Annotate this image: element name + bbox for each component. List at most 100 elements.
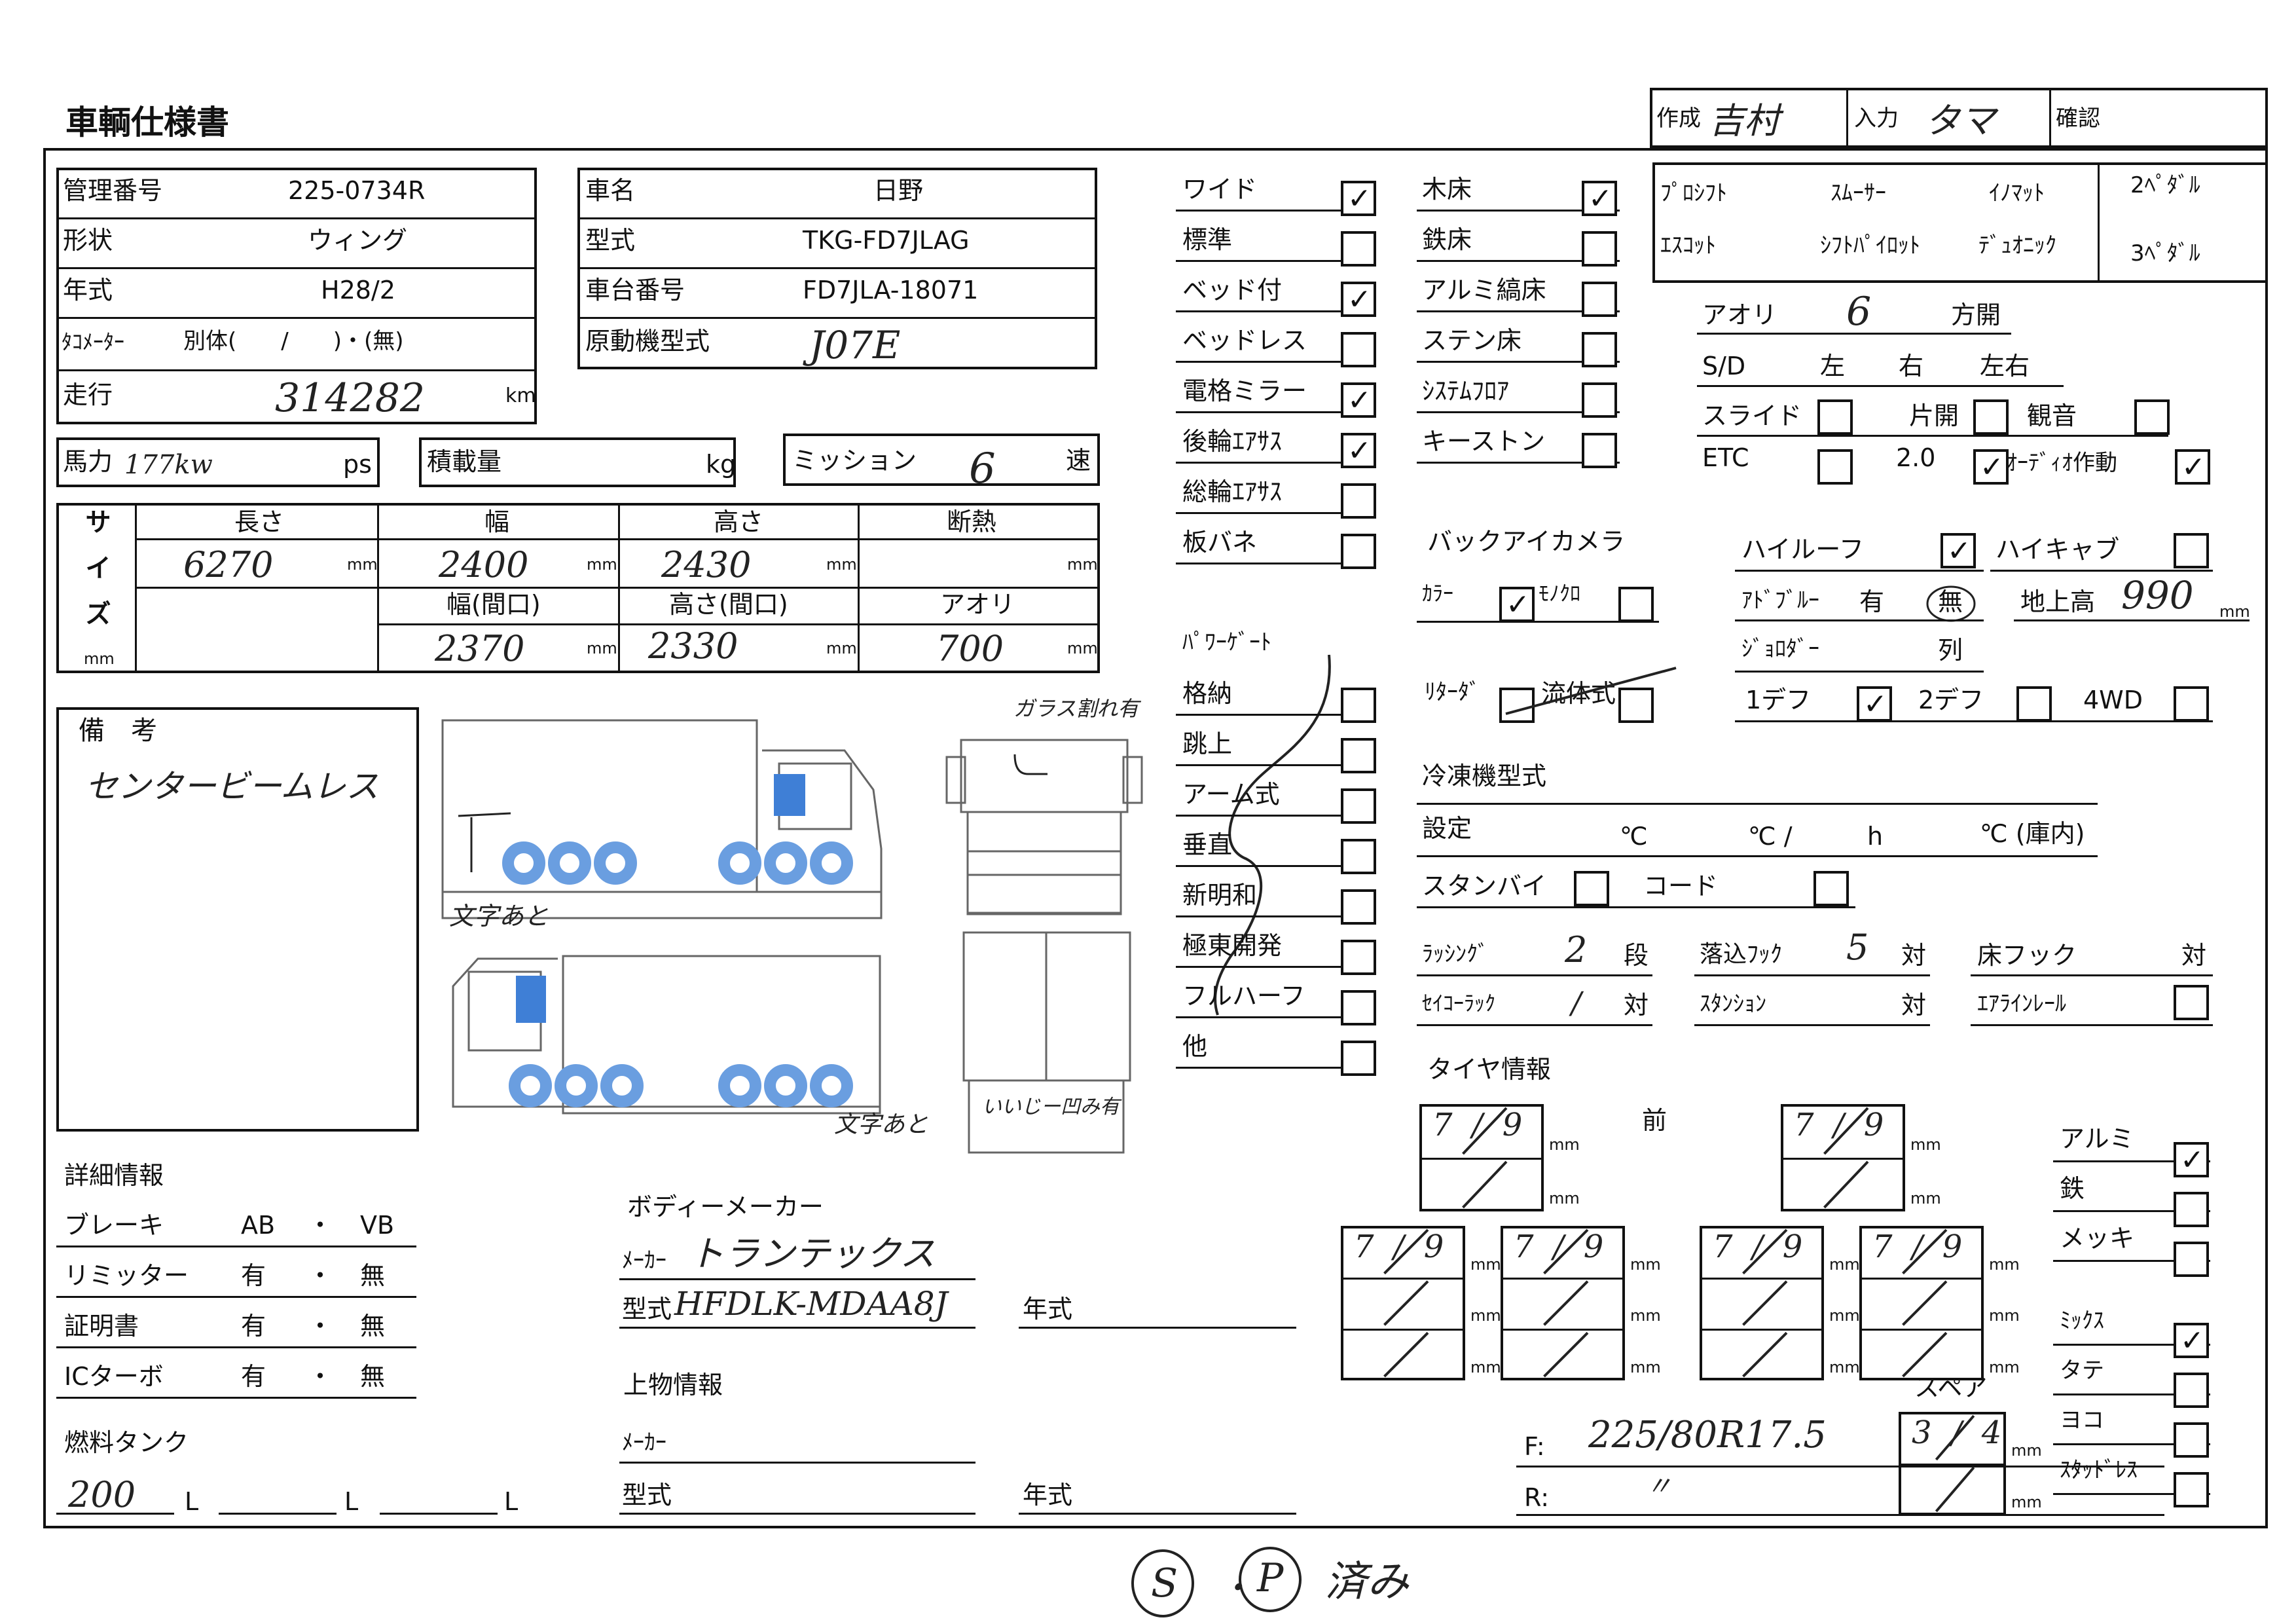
tire-front-left-unit-1: mm: [1549, 1189, 1580, 1208]
floor-checkbox-1[interactable]: [1582, 231, 1617, 267]
load-box: [419, 437, 736, 487]
aori-unit: 方開: [1951, 301, 2001, 329]
size-side-unit: mm: [84, 650, 115, 668]
load-unit: kg: [706, 450, 737, 479]
high-cab-label: ハイキャブ: [1995, 535, 2120, 564]
power-gate-checkbox-3[interactable]: [1341, 839, 1376, 874]
equip-checkbox-6[interactable]: [1341, 483, 1376, 519]
truck-diagram: [441, 719, 1143, 1154]
retarder-checkbox[interactable]: [1499, 688, 1535, 723]
camera-label: バックアイカメラ: [1427, 527, 1626, 556]
slide-kannon: 観音: [2027, 401, 2077, 430]
camera-color-checkbox[interactable]: ✓: [1499, 587, 1535, 622]
mission-label: ミッション: [792, 446, 917, 475]
equip-checkbox-3[interactable]: [1341, 332, 1376, 367]
equip-checkbox-5[interactable]: ✓: [1341, 433, 1376, 468]
equip-checkbox-7[interactable]: [1341, 534, 1376, 569]
seiko-unit: 対: [1624, 991, 1649, 1020]
4wd-label: 4WD: [2083, 686, 2143, 714]
tire-rear-4-unit-1: mm: [1989, 1306, 2020, 1325]
tire-slash: [1902, 1228, 1948, 1378]
floor-checkbox-4[interactable]: [1582, 382, 1617, 418]
size-unit-ins: mm: [1067, 555, 1098, 574]
fuel-value: 200: [68, 1474, 136, 1515]
cord-checkbox[interactable]: [1813, 871, 1849, 906]
tire-rear-3: [1700, 1226, 1824, 1380]
camera-color: ｶﾗｰ: [1422, 581, 1454, 606]
tire-front-right-value: 7/9: [1794, 1107, 1904, 1143]
detail-a-2: 有: [241, 1312, 266, 1340]
basic-value-keijo: ウィング: [308, 226, 408, 255]
seiko-value: /: [1571, 985, 1582, 1020]
audio-checkbox[interactable]: ✓: [2175, 449, 2210, 485]
wheel2-checkbox-1[interactable]: [2174, 1373, 2209, 1408]
floor-label-5: キーストン: [1422, 427, 1546, 456]
sakusei-value: 吉村: [1709, 100, 1779, 141]
wheel2-checkbox-0[interactable]: ✓: [2174, 1323, 2209, 1358]
airline-label: ｴｱﾗｲﾝﾚｰﾙ: [1977, 991, 2066, 1017]
ochikomi-label: 落込ﾌｯｸ: [1700, 941, 1783, 968]
diff2-checkbox[interactable]: [2016, 686, 2052, 722]
power-gate-checkbox-2[interactable]: [1341, 788, 1376, 824]
equip-checkbox-4[interactable]: ✓: [1341, 382, 1376, 418]
equip-checkbox-2[interactable]: ✓: [1341, 282, 1376, 317]
slide-checkbox[interactable]: [1817, 399, 1853, 435]
tire-rear-1-unit-0: mm: [1470, 1255, 1501, 1274]
wheel2-checkbox-3[interactable]: [2174, 1472, 2209, 1507]
power-gate-label: ﾊﾟﾜｰｹﾞｰﾄ: [1182, 629, 1271, 655]
sd-both: 左右: [1980, 352, 2030, 380]
power-gate-checkbox-0[interactable]: [1341, 688, 1376, 723]
page-title: 車輌仕様書: [65, 103, 229, 141]
kata-checkbox[interactable]: [1973, 399, 2009, 435]
diff1-checkbox[interactable]: ✓: [1857, 686, 1892, 722]
camera-mono-checkbox[interactable]: [1618, 587, 1654, 622]
size-unit-wid: mm: [587, 555, 617, 574]
high-cab-checkbox[interactable]: [2174, 533, 2209, 568]
power-gate-checkbox-5[interactable]: [1341, 940, 1376, 975]
vehicle-label-engine: 原動機型式: [585, 327, 710, 356]
fuel-unit-1: L: [185, 1487, 199, 1516]
wheel2-label-2: ヨコ: [2060, 1407, 2104, 1433]
transmission-box: [1652, 162, 2268, 283]
floor-checkbox-3[interactable]: [1582, 332, 1617, 367]
detail-label-2: 証明書: [64, 1312, 139, 1340]
equip-checkbox-1[interactable]: [1341, 231, 1376, 267]
ryutai-checkbox[interactable]: [1618, 688, 1654, 723]
jyoda-label: ｼﾞｮﾛﾀﾞｰ: [1741, 636, 1819, 662]
soko-unit: km: [505, 384, 536, 407]
vehicle-label-shadai: 車台番号: [585, 276, 685, 304]
4wd-checkbox[interactable]: [2174, 686, 2209, 722]
detail-label-0: ブレーキ: [64, 1211, 164, 1240]
check-mark-icon: ✓: [2180, 1324, 2204, 1357]
wheel-checkbox-2[interactable]: [2174, 1242, 2209, 1277]
wheel2-checkbox-2[interactable]: [2174, 1422, 2209, 1458]
wheel-checkbox-0[interactable]: ✓: [2174, 1142, 2209, 1177]
wheel-checkbox-1[interactable]: [2174, 1192, 2209, 1227]
sheet-frame: [43, 148, 2268, 1528]
basic-value-tacho: 別体( / )・(無): [183, 328, 404, 354]
basic-table: [56, 168, 537, 424]
high-roof-checkbox[interactable]: ✓: [1941, 533, 1976, 568]
detail-dot-1: ・: [308, 1261, 333, 1290]
wheel-label-0: アルミ: [2060, 1124, 2134, 1153]
standby-checkbox[interactable]: [1574, 871, 1609, 906]
floor-checkbox-2[interactable]: [1582, 282, 1617, 317]
floor-checkbox-0[interactable]: ✓: [1582, 181, 1617, 216]
airline-checkbox[interactable]: [2174, 985, 2209, 1020]
power-gate-checkbox-1[interactable]: [1341, 738, 1376, 773]
detail-b-1: 無: [360, 1261, 386, 1290]
floor-checkbox-5[interactable]: [1582, 433, 1617, 468]
mission-value: 6: [969, 445, 996, 493]
power-gate-checkbox-7[interactable]: [1341, 1041, 1376, 1076]
equip-checkbox-0[interactable]: ✓: [1341, 181, 1376, 216]
tire-spare-unit-1: mm: [2011, 1493, 2042, 1511]
etc20-checkbox[interactable]: ✓: [1973, 449, 2009, 485]
tire-front-left-unit-0: mm: [1549, 1135, 1580, 1154]
wheel2-label-0: ﾐｯｸｽ: [2060, 1308, 2104, 1334]
tire-slash: [1543, 1228, 1589, 1378]
kannon-checkbox[interactable]: [2134, 399, 2170, 435]
power-gate-checkbox-6[interactable]: [1341, 990, 1376, 1025]
power-gate-checkbox-4[interactable]: [1341, 889, 1376, 925]
tire-rear-3-unit-1: mm: [1829, 1306, 1860, 1325]
etc-checkbox[interactable]: [1817, 449, 1853, 485]
